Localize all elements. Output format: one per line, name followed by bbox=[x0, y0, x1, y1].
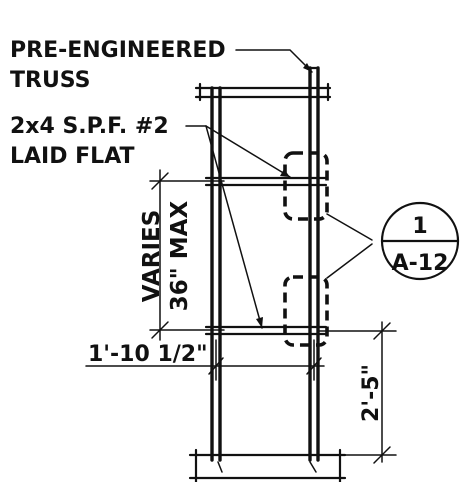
horizontal-dimension-label: 1'-10 1/2" bbox=[88, 342, 208, 367]
bottom-plate-grain-2 bbox=[309, 461, 317, 473]
truss-leader bbox=[235, 49, 313, 73]
bottom-vertical-tick-bottom bbox=[373, 446, 391, 464]
detail-tag-leaders bbox=[326, 213, 373, 279]
lower-connection-dashed-outline bbox=[283, 275, 329, 347]
truss-leader-arrowhead bbox=[303, 63, 312, 72]
member-leader-arrowhead-upper bbox=[280, 169, 290, 177]
truss-leader-line bbox=[235, 49, 313, 73]
vertical-spacing-label-1: VARIES bbox=[139, 210, 165, 303]
bottom-plate-grain-1 bbox=[217, 461, 223, 473]
bracing-members bbox=[204, 176, 328, 336]
vertical-spacing-tick-top bbox=[151, 172, 169, 190]
detail-leader-upper bbox=[326, 213, 373, 241]
bottom-vertical-dimension: 2'-5" bbox=[317, 321, 397, 464]
member-leader bbox=[185, 125, 291, 329]
vertical-spacing-label-2: 36" MAX bbox=[167, 201, 193, 312]
member-callout-line2: LAID FLAT bbox=[10, 144, 135, 169]
member-leader-arrowhead-lower bbox=[256, 317, 263, 328]
connection-zones bbox=[283, 151, 329, 347]
member-leader-lower bbox=[205, 125, 263, 329]
vertical-spacing-tick-bottom bbox=[151, 321, 169, 339]
detail-tag: 1 A-12 bbox=[380, 201, 460, 281]
truss-callout-line1: PRE-ENGINEERED bbox=[10, 38, 226, 63]
horizontal-tick-left bbox=[208, 357, 224, 375]
bottom-plate bbox=[188, 448, 347, 482]
detail-tag-number: 1 bbox=[412, 214, 427, 239]
truss-chords bbox=[210, 66, 320, 462]
upper-connection-dashed-outline bbox=[283, 151, 329, 221]
horizontal-tick-right bbox=[306, 357, 322, 375]
bottom-vertical-tick-top bbox=[373, 322, 391, 340]
callout-text: PRE-ENGINEERED TRUSS 2x4 S.P.F. #2 LAID … bbox=[10, 38, 226, 169]
top-plate bbox=[194, 82, 332, 102]
horizontal-dimension: 1'-10 1/2" bbox=[85, 339, 325, 381]
detail-leader-lower bbox=[326, 243, 373, 279]
member-callout-line1: 2x4 S.P.F. #2 bbox=[10, 114, 169, 139]
truss-callout-line2: TRUSS bbox=[10, 68, 91, 93]
detail-tag-sheet: A-12 bbox=[392, 251, 449, 276]
bottom-vertical-label: 2'-5" bbox=[359, 364, 384, 422]
member-leader-upper bbox=[205, 125, 291, 178]
vertical-spacing-dimension: VARIES 36" MAX bbox=[139, 169, 225, 341]
